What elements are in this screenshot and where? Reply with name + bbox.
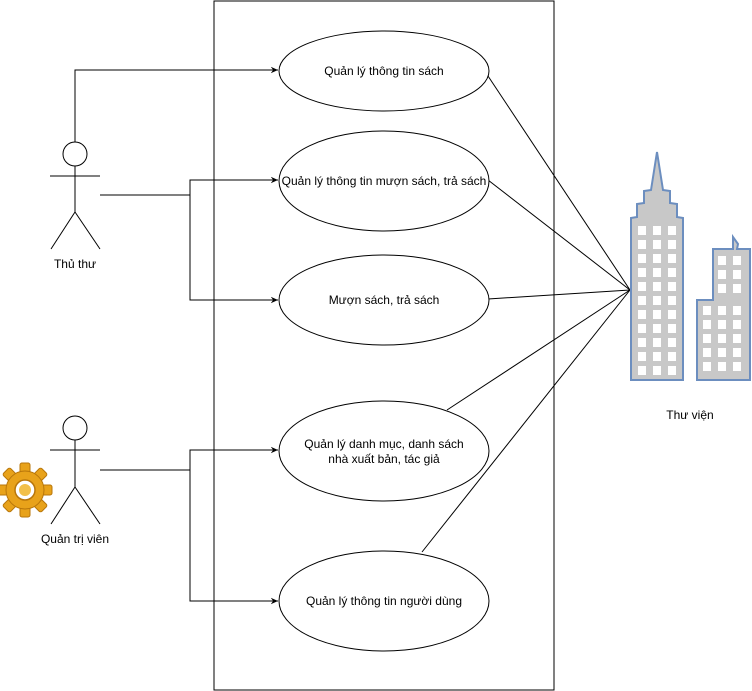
- usecase-manage-catalog[interactable]: [278, 400, 490, 502]
- building-window: [703, 334, 711, 343]
- building-window: [638, 254, 646, 263]
- admin-connectors: [100, 446, 278, 605]
- building-window: [653, 226, 661, 235]
- building-window: [703, 320, 711, 329]
- building-window: [733, 348, 741, 357]
- building-window: [703, 306, 711, 315]
- building-window: [638, 268, 646, 277]
- building-window: [703, 348, 711, 357]
- building-window: [668, 268, 676, 277]
- building-window: [718, 334, 726, 343]
- building-window: [638, 352, 646, 361]
- building-window: [733, 320, 741, 329]
- librarian-connectors: [74, 66, 278, 304]
- building-window: [638, 310, 646, 319]
- building-window: [668, 310, 676, 319]
- building-window: [668, 366, 676, 375]
- building-window: [668, 338, 676, 347]
- actor-librarian-head: [62, 141, 88, 167]
- building-window: [733, 334, 741, 343]
- building-window: [653, 282, 661, 291]
- library-associations: [421, 75, 631, 553]
- building-window: [733, 270, 741, 279]
- building-window: [653, 240, 661, 249]
- building-window: [638, 296, 646, 305]
- actor-admin-head: [62, 415, 88, 441]
- building-window: [718, 270, 726, 279]
- building-window: [668, 352, 676, 361]
- actor-admin-label: Quản trị viên: [41, 532, 109, 546]
- usecase-manage-books-label: Quản lý thông tin sách: [324, 64, 443, 78]
- usecase-manage-users[interactable]: [278, 550, 490, 652]
- actor-library-label: Thư viện: [666, 408, 713, 422]
- building-window: [653, 268, 661, 277]
- building-window: [668, 240, 676, 249]
- building-window: [638, 226, 646, 235]
- building-window: [638, 240, 646, 249]
- building-window: [718, 256, 726, 265]
- actor-admin[interactable]: [50, 415, 101, 525]
- building-window: [668, 226, 676, 235]
- building-window: [653, 352, 661, 361]
- building-window: [653, 324, 661, 333]
- building-window: [653, 254, 661, 263]
- building-window: [653, 338, 661, 347]
- gear-icon: [0, 462, 53, 518]
- usecase-borrow-return[interactable]: [278, 254, 490, 346]
- building-window: [668, 296, 676, 305]
- building-window: [733, 306, 741, 315]
- building-window: [668, 324, 676, 333]
- building-window: [718, 306, 726, 315]
- building-window: [733, 284, 741, 293]
- building-window: [638, 324, 646, 333]
- building-window: [718, 362, 726, 371]
- actor-librarian-label: Thủ thư: [54, 257, 96, 271]
- usecase-borrow-return-label: Mượn sách, trả sách: [329, 293, 440, 307]
- building-window: [703, 362, 711, 371]
- building-window: [638, 338, 646, 347]
- usecase-manage-loans[interactable]: [278, 130, 490, 232]
- usecase-manage-catalog-label-1: Quản lý danh mục, danh sách: [304, 437, 463, 451]
- building-window: [653, 296, 661, 305]
- building-window: [733, 362, 741, 371]
- actor-librarian[interactable]: [50, 141, 101, 250]
- building-window: [733, 256, 741, 265]
- building-window: [653, 366, 661, 375]
- usecase-manage-loans-label: Quản lý thông tin mượn sách, trả sách: [282, 174, 487, 188]
- building-window: [638, 282, 646, 291]
- city-buildings-icon[interactable]: [630, 151, 751, 381]
- system-boundary: [213, 0, 555, 691]
- building-window: [653, 310, 661, 319]
- building-window: [668, 254, 676, 263]
- building-window: [718, 284, 726, 293]
- usecase-manage-catalog-label-2: nhà xuất bản, tác giả: [328, 452, 440, 466]
- building-window: [718, 348, 726, 357]
- usecase-manage-users-label: Quản lý thông tin người dùng: [306, 594, 462, 608]
- usecase-manage-books[interactable]: [278, 30, 490, 112]
- building-window: [668, 282, 676, 291]
- building-window: [638, 366, 646, 375]
- building-window: [718, 320, 726, 329]
